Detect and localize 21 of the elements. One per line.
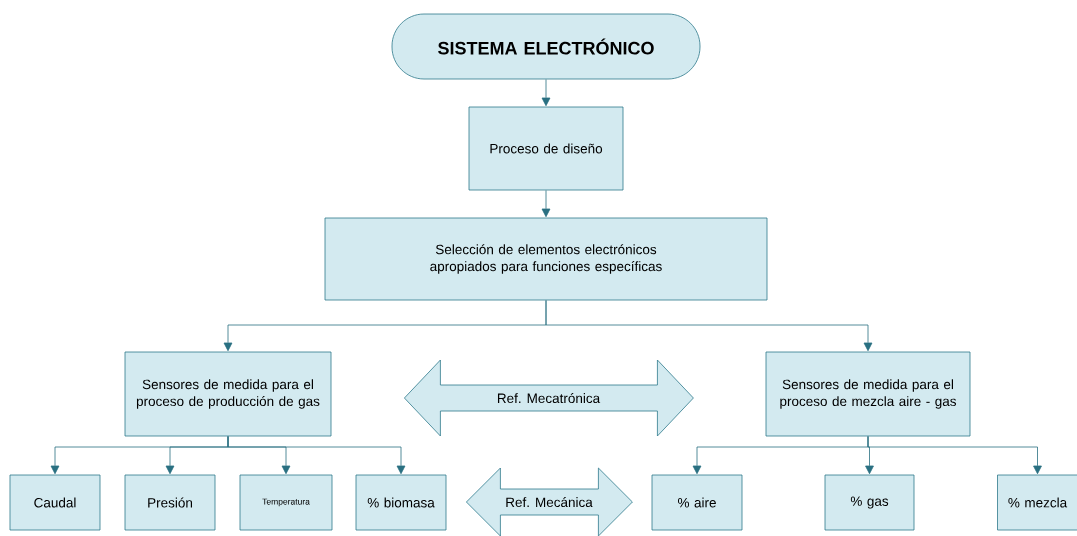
process-box: Caudal [9,474,101,531]
arrow [227,436,406,475]
process-box: Sensores de medida para el proceso de producción de gas [124,351,332,437]
block-arrow [404,359,694,437]
edge-label: Ref. Mecánica [506,496,593,508]
process-box: Temperatura [239,474,333,531]
process-box: % biomasa [355,474,447,531]
block-arrow [466,467,633,536]
arrow [867,436,1042,475]
process-box: Selección de elementos electrónicos apropiados para funciones específicas [324,217,768,301]
arrow [541,79,551,107]
edge-label: Ref. Mecatrónica [497,392,601,404]
terminal-box: SISTEMA ELECTRÓNICO [391,13,701,80]
process-box: Presión [124,474,216,531]
process-box: Proceso de diseño [468,106,624,191]
arrow [545,300,873,352]
process-box: Sensores de medida para el proceso de mezcla aire - gas [765,351,971,437]
process-box: % gas [824,474,915,531]
arrow [541,190,551,218]
process-box: % mezcla [997,474,1077,531]
process-box: % aire [651,474,743,531]
